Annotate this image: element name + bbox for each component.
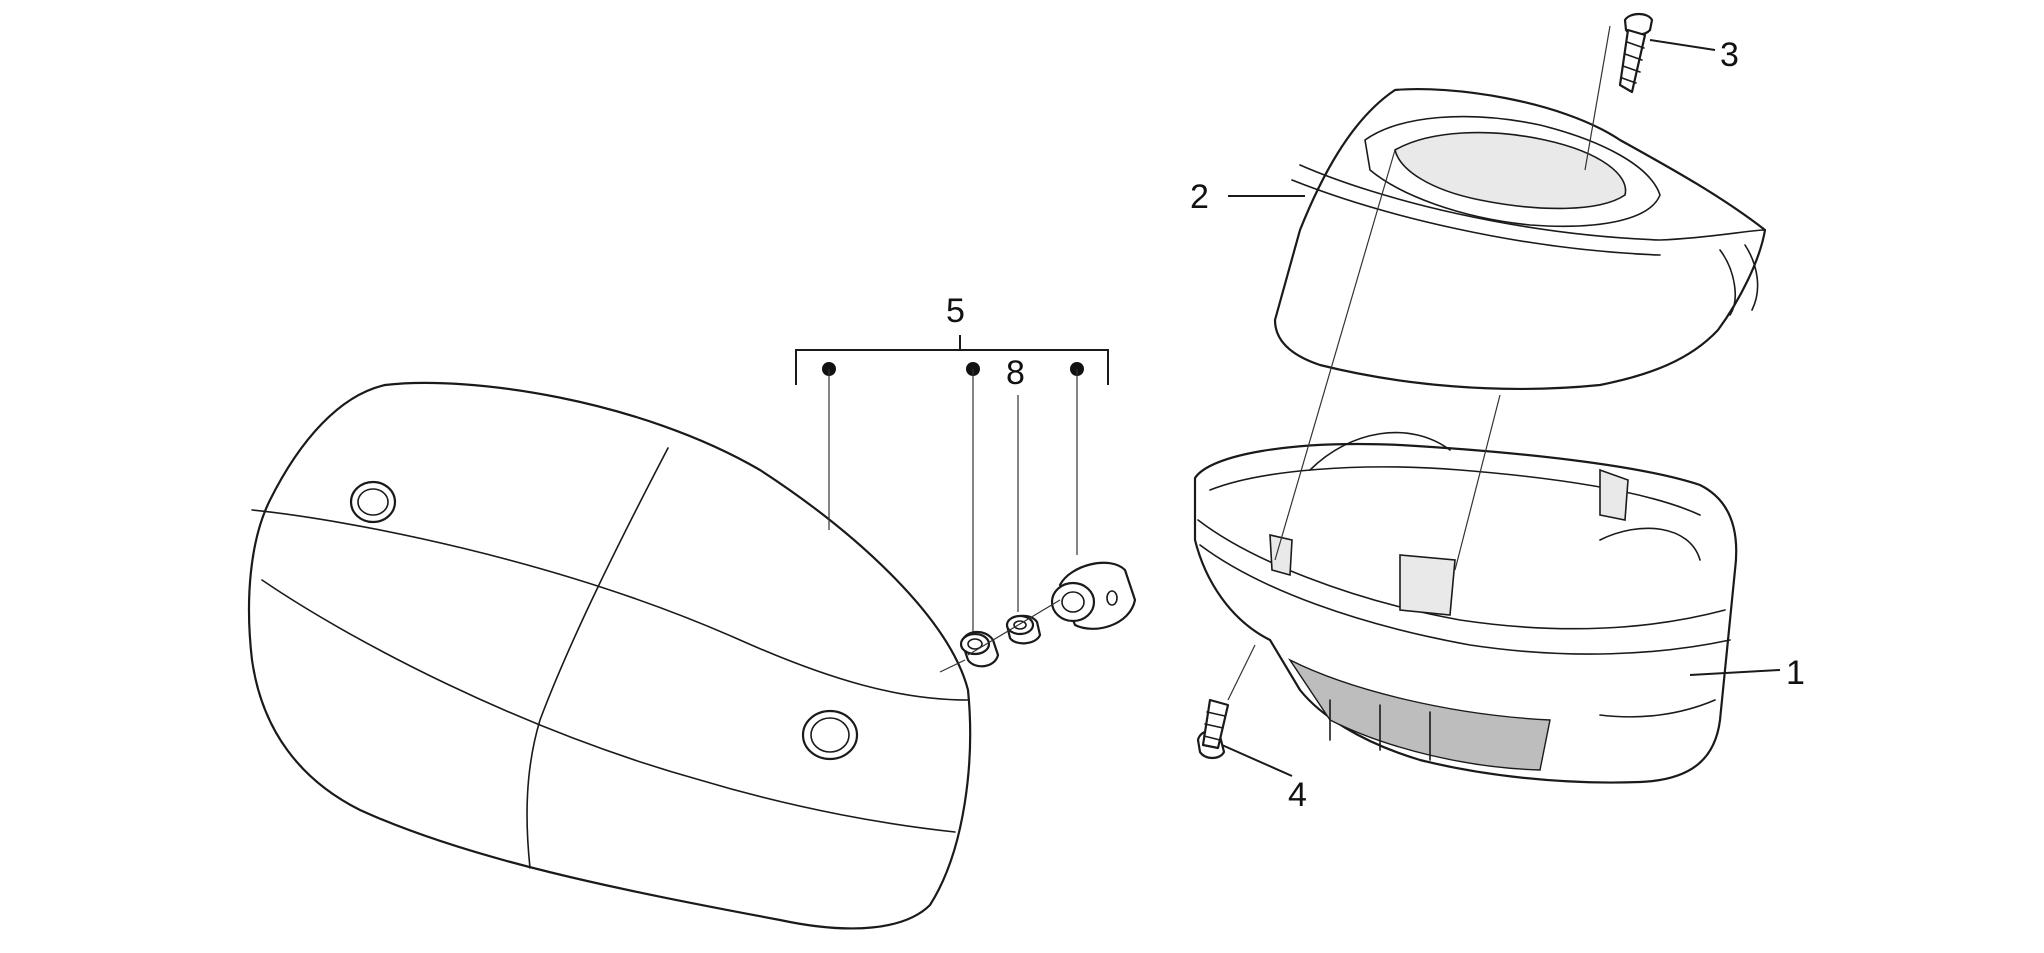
callout-3: 3 — [1720, 36, 1739, 74]
screw-4 — [1196, 644, 1256, 760]
screw-3 — [1618, 12, 1654, 94]
leader-4 — [1221, 744, 1293, 777]
kit-bracket-5 — [795, 335, 1109, 632]
leader-1 — [1689, 669, 1781, 676]
left-cover-panel — [247, 381, 972, 930]
upper-housing-2 — [1273, 87, 1767, 390]
grommet-part — [959, 630, 1000, 668]
leader-3 — [1649, 39, 1716, 51]
callout-4: 4 — [1288, 776, 1307, 814]
callout-8: 8 — [1006, 354, 1025, 392]
callout-1: 1 — [1786, 654, 1805, 692]
callout-2: 2 — [1190, 178, 1209, 216]
lower-housing-1 — [1193, 431, 1738, 784]
bushing-part — [1050, 561, 1137, 630]
washer-part-8 — [1005, 614, 1042, 645]
callout-5: 5 — [946, 292, 965, 330]
